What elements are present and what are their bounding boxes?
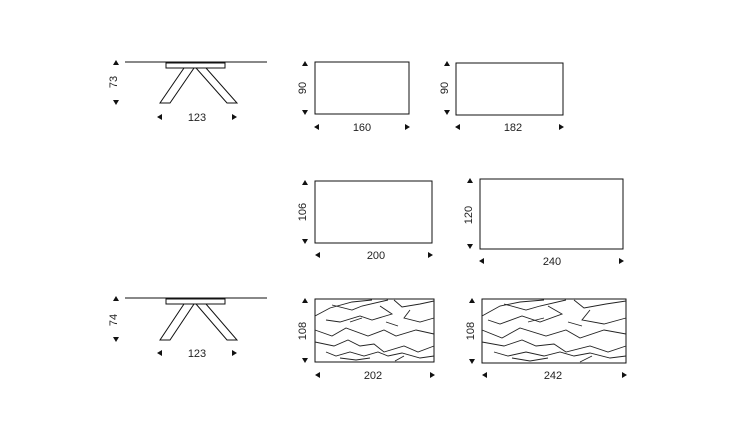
arrow-down-icon [302, 110, 308, 115]
marble-veining [481, 299, 627, 363]
top-view-182x90: 90 182 [439, 61, 564, 134]
tabletop-outline [455, 62, 564, 116]
tabletop-outline [314, 180, 433, 244]
length-label: 160 [353, 122, 371, 134]
side-view-table-b: 74 123 [108, 296, 267, 360]
arrow-left-icon [314, 124, 319, 130]
table-leg-right [194, 67, 239, 104]
arrow-up-icon [113, 60, 119, 65]
arrow-down-icon [467, 244, 473, 249]
tabletop-outline [314, 61, 410, 115]
height-label: 74 [108, 314, 120, 326]
ceramic-view-242x108: 108 242 [465, 298, 627, 382]
height-label: 73 [108, 76, 120, 88]
arrow-down-icon [302, 239, 308, 244]
arrow-up-icon [113, 296, 119, 301]
top-view-240x120: 120 240 [463, 178, 624, 268]
arrow-left-icon [455, 124, 460, 130]
table-leg-left [159, 67, 195, 104]
arrow-down-icon [113, 100, 119, 105]
arrow-up-icon [469, 298, 475, 303]
marble-veining [314, 299, 435, 362]
arrow-left-icon [482, 372, 487, 378]
tabletop-outline [481, 298, 627, 364]
tabletop-outline [314, 298, 435, 363]
arrow-up-icon [302, 180, 308, 185]
ceramic-view-202x108: 108 202 [297, 298, 435, 382]
top-view-160x90: 90 160 [297, 61, 410, 134]
arrow-down-icon [469, 359, 475, 364]
arrow-right-icon [428, 252, 433, 258]
width-label: 123 [188, 112, 206, 124]
arrow-up-icon [302, 61, 308, 66]
side-view-table-a: 73 123 [108, 60, 267, 124]
arrow-left-icon [157, 114, 162, 120]
arrow-right-icon [559, 124, 564, 130]
arrow-right-icon [232, 350, 237, 356]
arrow-right-icon [405, 124, 410, 130]
depth-label: 90 [439, 82, 451, 94]
length-label: 182 [504, 122, 522, 134]
arrow-left-icon [157, 350, 162, 356]
arrow-left-icon [315, 372, 320, 378]
arrow-right-icon [619, 258, 624, 264]
arrow-down-icon [113, 337, 119, 342]
depth-label: 120 [463, 206, 475, 224]
length-label: 242 [544, 370, 562, 382]
arrow-down-icon [444, 110, 450, 115]
depth-label: 90 [297, 82, 309, 94]
tabletop-outline [479, 178, 624, 250]
arrow-right-icon [232, 114, 237, 120]
arrow-left-icon [315, 252, 320, 258]
length-label: 202 [364, 370, 382, 382]
arrow-up-icon [444, 61, 450, 66]
depth-label: 108 [297, 322, 309, 340]
arrow-right-icon [622, 372, 627, 378]
arrow-up-icon [467, 178, 473, 183]
arrow-up-icon [302, 298, 308, 303]
top-view-200x106: 106 200 [297, 180, 433, 262]
arrow-left-icon [479, 258, 484, 264]
depth-label: 108 [465, 322, 477, 340]
table-leg-left [159, 303, 195, 341]
arrow-down-icon [302, 358, 308, 363]
depth-label: 106 [297, 203, 309, 221]
arrow-right-icon [430, 372, 435, 378]
length-label: 200 [367, 250, 385, 262]
length-label: 240 [543, 256, 561, 268]
tabletop-frame [165, 298, 226, 305]
table-leg-right [194, 303, 239, 341]
width-label: 123 [188, 348, 206, 360]
tabletop-frame [165, 62, 226, 69]
